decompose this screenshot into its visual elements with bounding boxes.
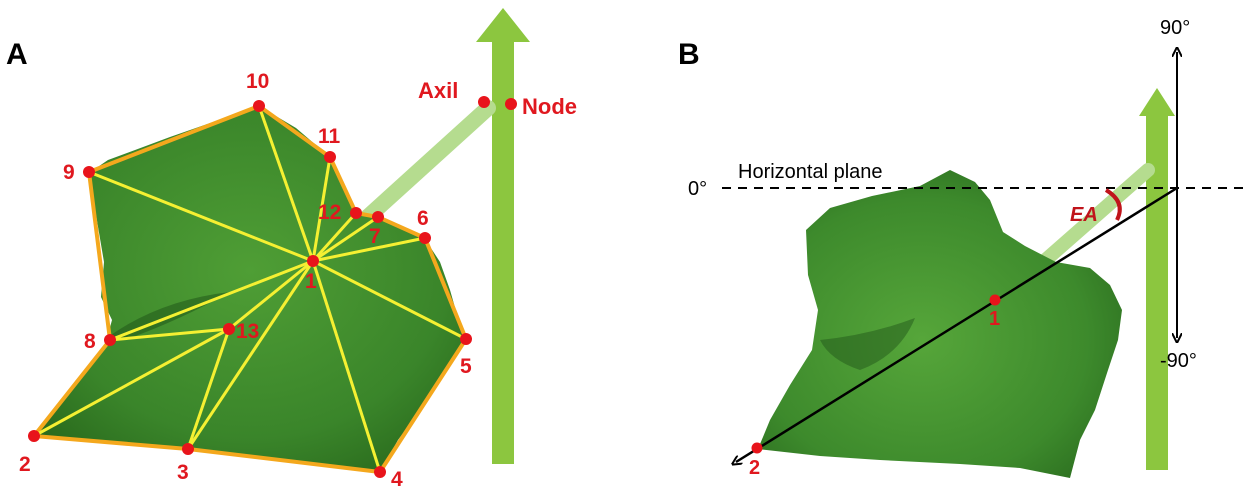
- panel-b-letter: B: [678, 38, 700, 71]
- panel-b: B Horizontal plane 0° 90° -90° EA 1 2: [678, 17, 1245, 479]
- node-point: [505, 98, 517, 110]
- point-a-6: [419, 232, 431, 244]
- point-a-7: [372, 211, 384, 223]
- panel-a: A: [6, 8, 577, 491]
- label-a-3: 3: [177, 461, 189, 484]
- stem-a: [476, 8, 530, 464]
- label-a-11: 11: [318, 125, 341, 148]
- label-a-10: 10: [246, 70, 269, 93]
- point-a-8: [104, 334, 116, 346]
- point-a-12: [350, 207, 362, 219]
- point-a-10: [253, 100, 265, 112]
- elevation-angle-arc: [1104, 188, 1122, 221]
- label-a-13: 13: [236, 320, 259, 343]
- panel-a-letter: A: [6, 38, 28, 71]
- label-a-7: 7: [369, 225, 381, 248]
- ninety-degree-label: 90°: [1160, 17, 1190, 39]
- leaf-a-fold-shadow: [108, 292, 230, 338]
- label-b-2: 2: [749, 457, 760, 479]
- label-a-1: 1: [305, 270, 317, 293]
- triangulation-lines: [33, 105, 467, 473]
- point-a-1: [307, 255, 319, 267]
- elevation-angle-label: EA: [1070, 204, 1098, 226]
- point-a-11: [324, 151, 336, 163]
- stem-b: [1139, 88, 1175, 470]
- point-b-2: [751, 442, 763, 454]
- label-a-6: 6: [417, 207, 429, 230]
- axil-label: Axil: [418, 78, 458, 103]
- point-a-5: [460, 333, 472, 345]
- leaf-a-outline: [32, 104, 468, 474]
- point-a-13: [223, 323, 235, 335]
- zero-degree-label: 0°: [688, 178, 707, 200]
- axil-point: [478, 96, 490, 108]
- leaf-a: [34, 106, 466, 472]
- point-a-4: [374, 466, 386, 478]
- horizontal-plane-label: Horizontal plane: [738, 161, 883, 183]
- leaf-b-fold-shadow: [820, 318, 915, 370]
- label-a-8: 8: [84, 330, 96, 353]
- label-a-4: 4: [391, 468, 403, 491]
- label-a-9: 9: [63, 161, 75, 184]
- landmark-points-a: [28, 96, 517, 478]
- leaf-angle-line: [736, 186, 1178, 462]
- point-a-3: [182, 443, 194, 455]
- label-a-5: 5: [460, 355, 472, 378]
- point-a-9: [83, 166, 95, 178]
- label-b-1: 1: [989, 308, 1000, 330]
- leaf-b: [758, 170, 1122, 478]
- node-label: Node: [522, 94, 577, 119]
- minus-ninety-degree-label: -90°: [1160, 350, 1197, 372]
- point-a-2: [28, 430, 40, 442]
- label-a-2: 2: [19, 453, 31, 476]
- point-b-1: [989, 294, 1001, 306]
- label-a-12: 12: [318, 201, 341, 224]
